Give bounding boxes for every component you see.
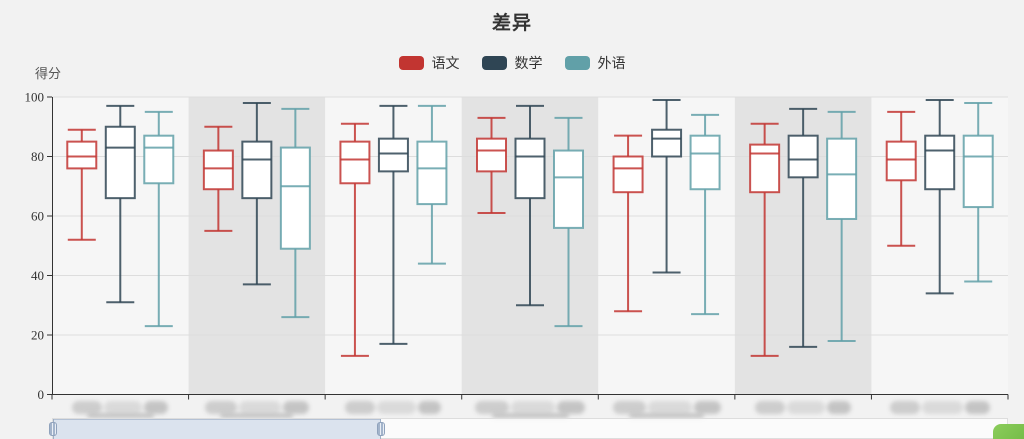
box-数学-cat7[interactable] bbox=[924, 98, 956, 295]
x-axis-label-blurred-line2 bbox=[220, 413, 294, 418]
corner-green-button[interactable] bbox=[993, 424, 1024, 439]
legend-item-语文[interactable]: 语文 bbox=[398, 53, 460, 73]
box-数学-cat4[interactable] bbox=[514, 104, 546, 307]
y-tick-label: 80 bbox=[31, 149, 44, 164]
x-axis-label-blurred-line2 bbox=[86, 413, 154, 418]
datazoom-handle-left[interactable] bbox=[49, 422, 57, 436]
box-语文-cat2[interactable] bbox=[202, 125, 234, 232]
datazoom-slider[interactable] bbox=[49, 418, 1008, 439]
y-tick-label: 20 bbox=[31, 328, 44, 343]
legend: 语文 数学 外语 bbox=[0, 53, 1024, 73]
y-tick-label: 40 bbox=[31, 268, 44, 283]
box-语文-cat5[interactable] bbox=[612, 134, 644, 313]
y-tick-label: 60 bbox=[31, 209, 44, 224]
datazoom-handle-right[interactable] bbox=[376, 422, 385, 436]
legend-label: 语文 bbox=[431, 55, 460, 71]
box-外语-cat1[interactable] bbox=[143, 110, 175, 328]
box-外语-cat2[interactable] bbox=[279, 107, 311, 319]
box-语文-cat6[interactable] bbox=[749, 122, 781, 357]
legend-item-外语[interactable]: 外语 bbox=[564, 53, 626, 73]
box-数学-cat5[interactable] bbox=[651, 98, 683, 274]
box-语文-cat4[interactable] bbox=[476, 116, 507, 215]
legend-swatch bbox=[564, 56, 590, 70]
y-axis-name: 得分 bbox=[35, 66, 62, 81]
box-数学-cat1[interactable] bbox=[104, 104, 136, 304]
legend-swatch bbox=[481, 56, 507, 70]
box-语文-cat3[interactable] bbox=[339, 122, 371, 357]
legend-item-数学[interactable]: 数学 bbox=[481, 53, 543, 73]
x-axis-label-blurred bbox=[345, 400, 442, 414]
x-axis-label-blurred bbox=[72, 400, 169, 414]
datazoom-window[interactable] bbox=[53, 419, 381, 439]
legend-label: 外语 bbox=[597, 55, 626, 71]
x-axis-label-blurred-line2 bbox=[491, 413, 569, 418]
x-axis-label-blurred-line2 bbox=[628, 413, 705, 418]
x-axis-label-blurred bbox=[612, 400, 721, 414]
box-外语-cat3[interactable] bbox=[416, 104, 448, 265]
legend-label: 数学 bbox=[514, 55, 543, 71]
x-axis-label-blurred bbox=[204, 400, 309, 414]
box-数学-cat2[interactable] bbox=[241, 101, 273, 286]
y-tick-label: 100 bbox=[25, 90, 45, 105]
box-外语-cat7[interactable] bbox=[962, 101, 994, 283]
x-axis-label-blurred bbox=[475, 400, 585, 414]
box-外语-cat4[interactable] bbox=[553, 116, 584, 328]
legend-swatch bbox=[398, 56, 424, 70]
chart-title: 差异 bbox=[491, 13, 532, 34]
box-数学-cat6[interactable] bbox=[787, 107, 819, 348]
box-语文-cat7[interactable] bbox=[885, 110, 917, 247]
y-tick-label: 0 bbox=[38, 387, 45, 402]
x-axis-label-blurred bbox=[755, 400, 852, 414]
box-外语-cat5[interactable] bbox=[689, 113, 721, 316]
box-语文-cat1[interactable] bbox=[66, 128, 98, 241]
x-axis-label-blurred bbox=[889, 400, 990, 414]
box-数学-cat3[interactable] bbox=[377, 104, 409, 345]
box-外语-cat6[interactable] bbox=[826, 110, 858, 342]
